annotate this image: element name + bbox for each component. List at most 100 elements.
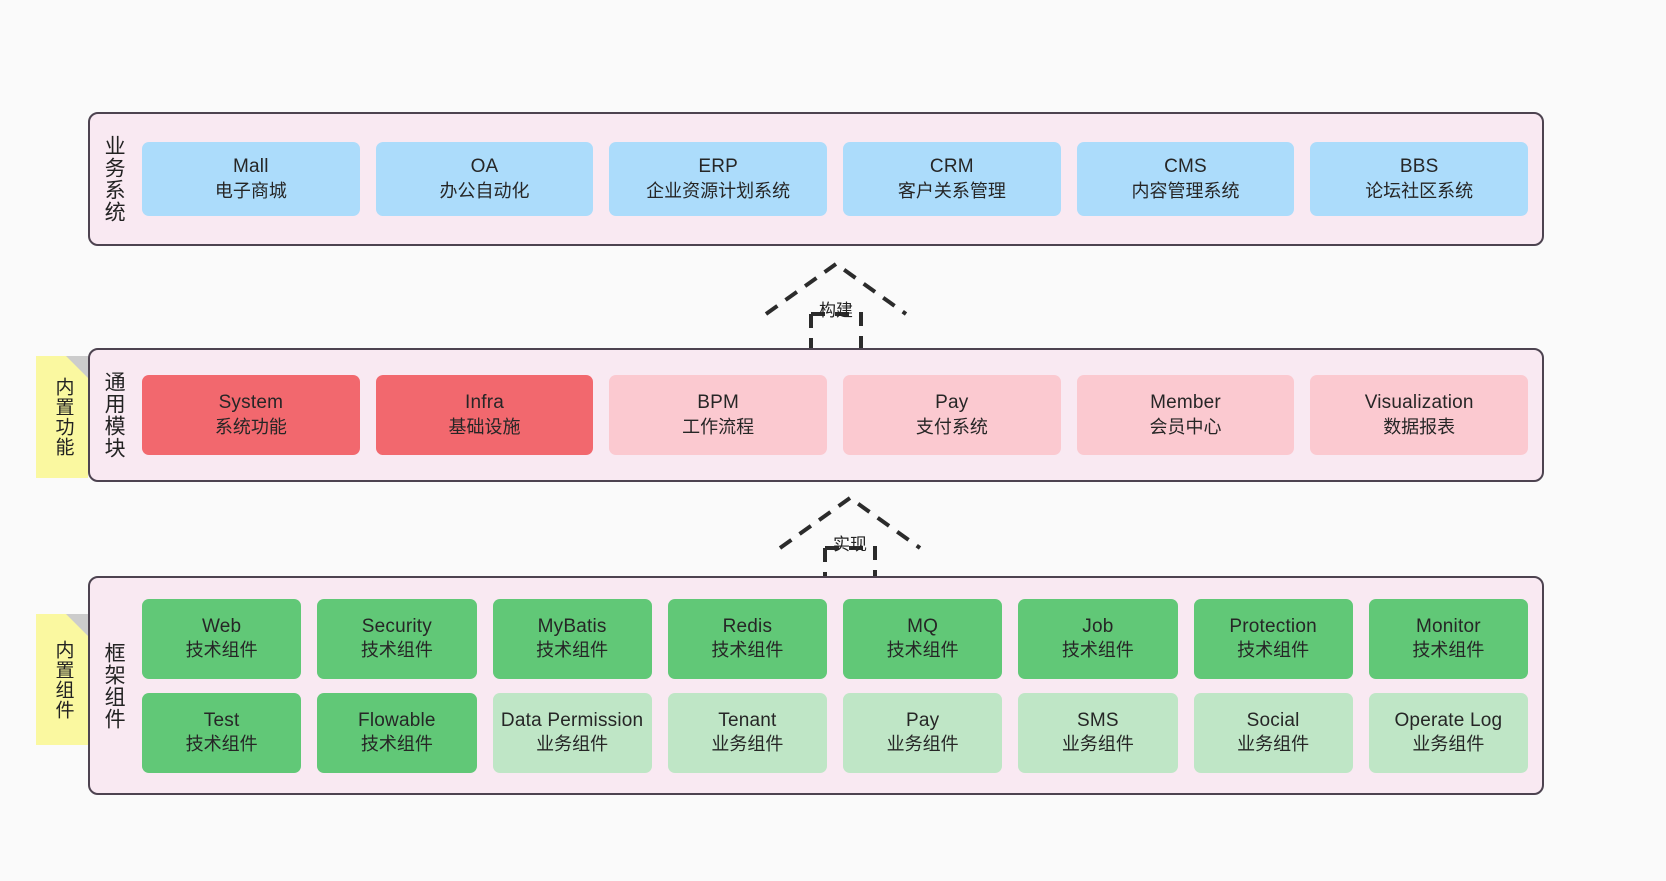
generalization-arrow-icon — [778, 495, 922, 582]
connector-implement: 实现 — [770, 492, 930, 582]
card-pay-component-subtitle: 业务组件 — [886, 734, 959, 755]
card-bpm-title: BPM — [697, 392, 740, 414]
connector-implement-label: 实现 — [833, 535, 867, 554]
card-member-subtitle: 会员中心 — [1149, 416, 1222, 437]
card-data-permission[interactable]: Data Permission 业务组件 — [492, 692, 652, 773]
generalization-arrow-icon — [764, 261, 908, 348]
layer-common-module: 通用模块 System 系统功能 Infra 基础设施 BPM 工作流程 Pay… — [88, 348, 1544, 482]
layer-framework-component-label: 框架组件 — [102, 641, 126, 730]
card-oa[interactable]: OA 办公自动化 — [375, 142, 594, 216]
card-tenant-title: Tenant — [718, 709, 777, 731]
note-builtin-function-label: 内置功能 — [52, 377, 74, 457]
card-member-title: Member — [1150, 392, 1221, 414]
card-flowable[interactable]: Flowable 技术组件 — [317, 692, 477, 773]
card-web-subtitle: 技术组件 — [185, 640, 258, 661]
card-mall-title: Mall — [233, 156, 269, 178]
card-mybatis-subtitle: 技术组件 — [536, 640, 609, 661]
card-mybatis[interactable]: MyBatis 技术组件 — [492, 598, 652, 679]
layer-common-module-body: System 系统功能 Infra 基础设施 BPM 工作流程 Pay 支付系统… — [136, 350, 1542, 480]
note-fold-corner-icon — [66, 614, 88, 636]
card-security-title: Security — [361, 615, 432, 637]
card-pay-component[interactable]: Pay 业务组件 — [843, 692, 1003, 773]
card-pay-common[interactable]: Pay 支付系统 — [843, 375, 1061, 455]
card-bbs-subtitle: 论坛社区系统 — [1365, 180, 1474, 201]
connector-build: 构建 — [756, 258, 916, 348]
card-job[interactable]: Job 技术组件 — [1018, 598, 1178, 679]
card-sms-title: SMS — [1076, 709, 1119, 731]
card-system[interactable]: System 系统功能 — [142, 375, 360, 455]
card-data-permission-title: Data Permission — [500, 709, 644, 731]
layer-common-module-label: 通用模块 — [102, 371, 126, 459]
card-bbs[interactable]: BBS 论坛社区系统 — [1310, 142, 1529, 216]
card-monitor-subtitle: 技术组件 — [1412, 640, 1485, 661]
card-operate-log-title: Operate Log — [1394, 709, 1503, 731]
card-job-subtitle: 技术组件 — [1061, 640, 1134, 661]
card-pay-common-title: Pay — [935, 392, 969, 414]
card-social[interactable]: Social 业务组件 — [1193, 692, 1353, 773]
card-erp-title: ERP — [698, 156, 739, 178]
card-cms-subtitle: 内容管理系统 — [1131, 180, 1240, 201]
card-test-title: Test — [203, 709, 240, 731]
card-job-title: Job — [1082, 615, 1114, 637]
card-visualization[interactable]: Visualization 数据报表 — [1310, 375, 1529, 455]
card-web[interactable]: Web 技术组件 — [142, 598, 302, 679]
card-monitor-title: Monitor — [1415, 615, 1481, 637]
card-pay-component-title: Pay — [905, 709, 940, 731]
card-tenant-subtitle: 业务组件 — [711, 734, 784, 755]
card-sms[interactable]: SMS 业务组件 — [1018, 692, 1178, 773]
card-infra-title: Infra — [464, 392, 505, 414]
layer-business-system-label: 业务系统 — [102, 135, 126, 223]
card-security[interactable]: Security 技术组件 — [317, 598, 477, 679]
card-infra-subtitle: 基础设施 — [448, 416, 521, 437]
note-builtin-function: 内置功能 — [36, 356, 88, 478]
card-tenant[interactable]: Tenant 业务组件 — [667, 692, 827, 773]
card-erp[interactable]: ERP 企业资源计划系统 — [609, 142, 828, 216]
card-operate-log[interactable]: Operate Log 业务组件 — [1368, 692, 1528, 773]
card-mall-subtitle: 电子商城 — [214, 180, 287, 201]
card-protection-subtitle: 技术组件 — [1237, 640, 1310, 661]
card-operate-log-subtitle: 业务组件 — [1412, 734, 1485, 755]
card-visualization-title: Visualization — [1364, 392, 1474, 414]
layer-framework-component-body: Web 技术组件 Security 技术组件 MyBatis 技术组件 Redi… — [136, 578, 1542, 793]
card-redis[interactable]: Redis 技术组件 — [667, 598, 827, 679]
card-bpm-subtitle: 工作流程 — [682, 416, 755, 437]
card-oa-title: OA — [470, 156, 499, 178]
card-pay-common-subtitle: 支付系统 — [915, 416, 988, 437]
common-card-row: System 系统功能 Infra 基础设施 BPM 工作流程 Pay 支付系统… — [142, 375, 1529, 455]
card-visualization-subtitle: 数据报表 — [1383, 416, 1456, 437]
card-member[interactable]: Member 会员中心 — [1076, 375, 1295, 455]
note-builtin-component: 内置组件 — [36, 614, 88, 745]
card-test[interactable]: Test 技术组件 — [142, 692, 302, 773]
card-bpm[interactable]: BPM 工作流程 — [609, 375, 828, 455]
card-flowable-subtitle: 技术组件 — [360, 734, 433, 755]
card-cms[interactable]: CMS 内容管理系统 — [1076, 142, 1295, 216]
card-mq[interactable]: MQ 技术组件 — [843, 598, 1003, 679]
card-protection-title: Protection — [1229, 615, 1317, 637]
layer-business-system: 业务系统 Mall 电子商城 OA 办公自动化 ERP 企业资源计划系统 CRM… — [88, 112, 1544, 246]
card-web-title: Web — [201, 615, 242, 637]
card-sms-subtitle: 业务组件 — [1061, 734, 1134, 755]
card-cms-title: CMS — [1164, 156, 1207, 178]
framework-card-row-1: Web 技术组件 Security 技术组件 MyBatis 技术组件 Redi… — [142, 598, 1528, 679]
card-data-permission-subtitle: 业务组件 — [536, 734, 609, 755]
card-infra[interactable]: Infra 基础设施 — [375, 375, 594, 455]
layer-framework-component: 框架组件 Web 技术组件 Security 技术组件 MyBatis 技术组件… — [88, 576, 1544, 795]
card-protection[interactable]: Protection 技术组件 — [1193, 598, 1353, 679]
card-monitor[interactable]: Monitor 技术组件 — [1368, 598, 1528, 679]
card-mall[interactable]: Mall 电子商城 — [142, 142, 360, 216]
card-system-subtitle: 系统功能 — [214, 416, 287, 437]
card-redis-subtitle: 技术组件 — [711, 640, 784, 661]
card-crm-subtitle: 客户关系管理 — [897, 180, 1006, 201]
note-fold-corner-icon — [66, 356, 88, 378]
card-security-subtitle: 技术组件 — [360, 640, 433, 661]
card-test-subtitle: 技术组件 — [185, 734, 258, 755]
card-redis-title: Redis — [722, 615, 773, 637]
card-crm[interactable]: CRM 客户关系管理 — [843, 142, 1061, 216]
note-builtin-component-label: 内置组件 — [52, 639, 74, 720]
card-system-title: System — [218, 392, 284, 414]
card-crm-title: CRM — [929, 156, 974, 178]
card-mybatis-title: MyBatis — [537, 615, 607, 637]
card-oa-subtitle: 办公自动化 — [439, 180, 530, 201]
card-flowable-title: Flowable — [358, 709, 436, 731]
